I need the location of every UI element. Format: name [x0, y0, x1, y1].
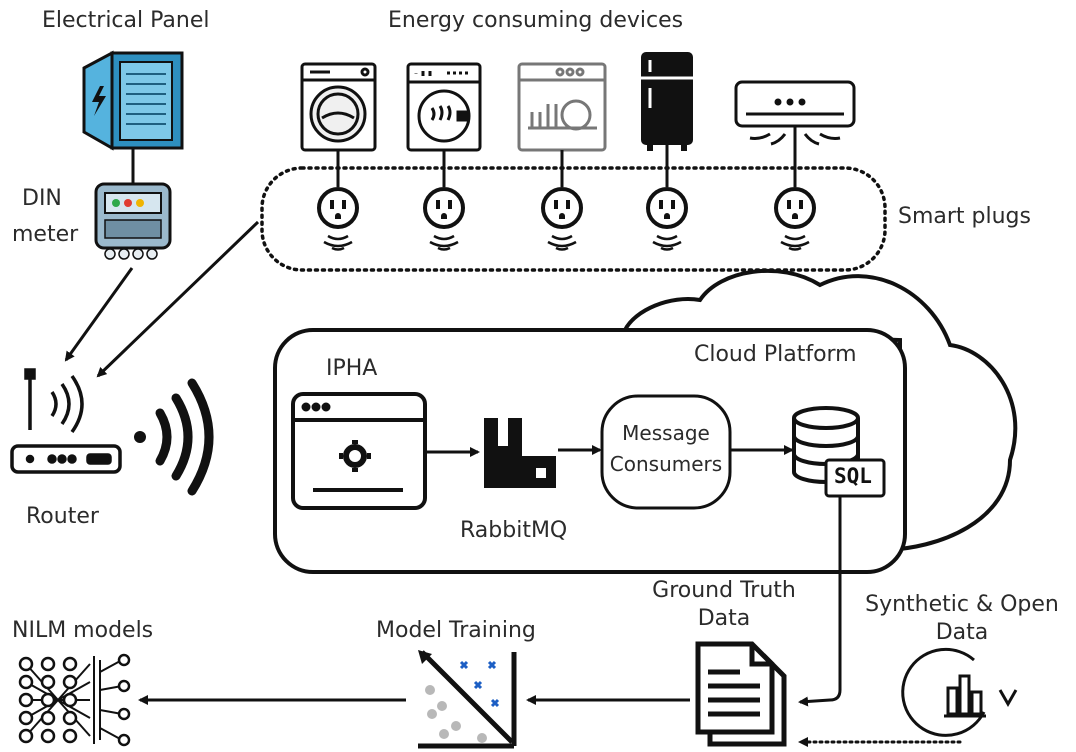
router-icon: [10, 368, 122, 474]
ipha-label: IPHA: [326, 356, 378, 381]
synthetic-open-label-line2: Data: [935, 620, 989, 645]
nilm-models-label: NILM models: [12, 618, 154, 643]
message-consumers-box: [600, 394, 732, 510]
fridge-icon: [641, 52, 693, 151]
meter-to-router-arrow: [64, 267, 134, 362]
synthetic-open-label-line1: Synthetic & Open: [865, 592, 1059, 617]
rabbitmq-icon: [484, 418, 556, 488]
cloud-shape: [621, 268, 1018, 552]
plugs-to-router-arrow: [96, 220, 260, 378]
neural-network-icon: [18, 653, 131, 747]
device-plug-lines: [336, 126, 797, 187]
rabbitmq-label: RabbitMQ: [460, 518, 568, 543]
din-meter-icon: [94, 182, 172, 260]
app-window-icon: [291, 392, 427, 510]
ml-plot-icon: [418, 650, 517, 749]
cloud-platform-label: Cloud Platform: [694, 342, 857, 367]
documents-icon: [695, 641, 787, 747]
wifi-icon: [134, 378, 214, 496]
smart-plugs-label: Smart plugs: [898, 204, 1031, 229]
chart-cycle-icon: [901, 647, 1018, 737]
smart-plug-icon: [423, 187, 465, 251]
model-training-label: Model Training: [376, 618, 536, 643]
smart-plug-icon: [646, 187, 688, 251]
sql-label: SQL: [834, 464, 872, 488]
message-consumers-label-line1: Message: [622, 421, 710, 445]
ground-truth-label-line2: Data: [697, 606, 751, 631]
message-consumers-label-line2: Consumers: [609, 452, 723, 476]
electrical-panel-label: Electrical Panel: [42, 8, 210, 33]
dryer-icon: [406, 62, 482, 152]
electrical-panel-icon: [82, 50, 184, 151]
database-to-groundtruth-arrow: [798, 689, 842, 707]
smart-plug-icon: [774, 187, 816, 251]
dishwasher-icon: [517, 62, 607, 152]
router-label: Router: [26, 504, 99, 529]
smart-plugs-group: [260, 166, 887, 272]
sql-badge: [824, 458, 886, 498]
energy-devices-label: Energy consuming devices: [388, 8, 684, 33]
smart-plug-icon: [541, 187, 583, 251]
ground-truth-label-line1: Ground Truth: [652, 578, 796, 603]
washing-machine-icon: [300, 62, 377, 152]
din-meter-label-line2: meter: [12, 222, 79, 247]
smart-plug-icon: [317, 187, 359, 251]
din-meter-label-line1: DIN: [22, 186, 62, 211]
